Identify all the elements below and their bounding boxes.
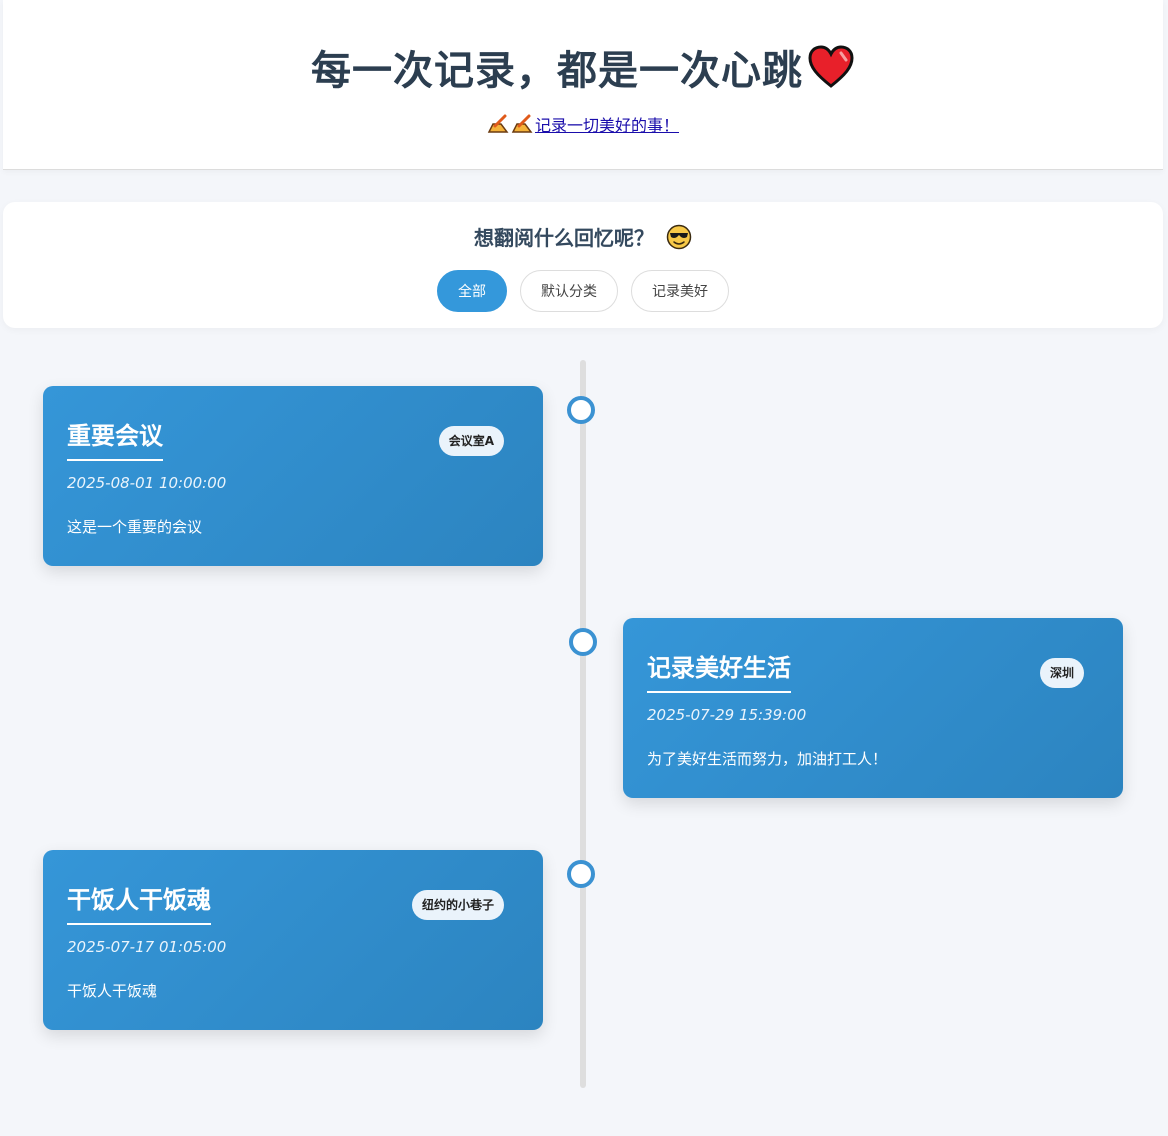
- card-description: 为了美好生活而努力，加油打工人！: [647, 750, 888, 768]
- location-tag: 深圳: [1039, 658, 1084, 688]
- location-tag: 纽约的小巷子: [411, 890, 504, 920]
- page-title-text: 每一次记录，都是一次心跳: [311, 48, 803, 94]
- timeline-card[interactable]: 记录美好生活 深圳 2025-07-29 15:39:00 为了美好生活而努力，…: [623, 618, 1123, 798]
- filter-buttons: 全部 默认分类 记录美好: [3, 270, 1163, 312]
- card-title: 记录美好生活: [647, 648, 791, 693]
- filter-button-all[interactable]: 全部: [437, 270, 507, 312]
- timeline-card[interactable]: 干饭人干饭魂 纽约的小巷子 2025-07-17 01:05:00 干饭人干饭魂: [43, 850, 543, 1030]
- page-header: 每一次记录，都是一次心跳 记录一切美好的事！: [3, 0, 1163, 170]
- timeline-dot: [567, 396, 595, 424]
- card-date: 2025-07-29 15:39:00: [647, 706, 807, 724]
- timeline-dot: [569, 628, 597, 656]
- red-heart-icon: [808, 45, 854, 88]
- subtitle: 记录一切美好的事！: [3, 112, 1163, 136]
- timeline-card[interactable]: 重要会议 会议室A 2025-08-01 10:00:00 这是一个重要的会议: [43, 386, 543, 566]
- card-description: 干饭人干饭魂: [67, 982, 158, 1000]
- filter-button-default[interactable]: 默认分类: [520, 270, 618, 312]
- writing-hand-icon: [511, 114, 533, 133]
- card-date: 2025-07-17 01:05:00: [67, 938, 227, 956]
- location-tag: 会议室A: [438, 426, 504, 456]
- card-title: 重要会议: [67, 416, 163, 461]
- timeline-dot: [567, 860, 595, 888]
- filter-heading-text: 想翻阅什么回忆呢？: [474, 226, 654, 250]
- page-title: 每一次记录，都是一次心跳: [3, 38, 1163, 96]
- card-description: 这是一个重要的会议: [67, 518, 203, 536]
- record-link-text: 记录一切美好的事！: [534, 116, 679, 135]
- filter-button-record-beauty[interactable]: 记录美好: [631, 270, 729, 312]
- timeline-line: [580, 360, 586, 1088]
- sunglasses-face-icon: [666, 224, 692, 249]
- card-title: 干饭人干饭魂: [67, 880, 211, 925]
- card-date: 2025-08-01 10:00:00: [67, 474, 227, 492]
- category-filter-panel: 想翻阅什么回忆呢？ 全部 默认分类 记录美好: [3, 202, 1163, 328]
- record-link[interactable]: 记录一切美好的事！: [487, 112, 679, 136]
- filter-heading: 想翻阅什么回忆呢？: [3, 222, 1163, 251]
- writing-hand-icon: [487, 114, 509, 133]
